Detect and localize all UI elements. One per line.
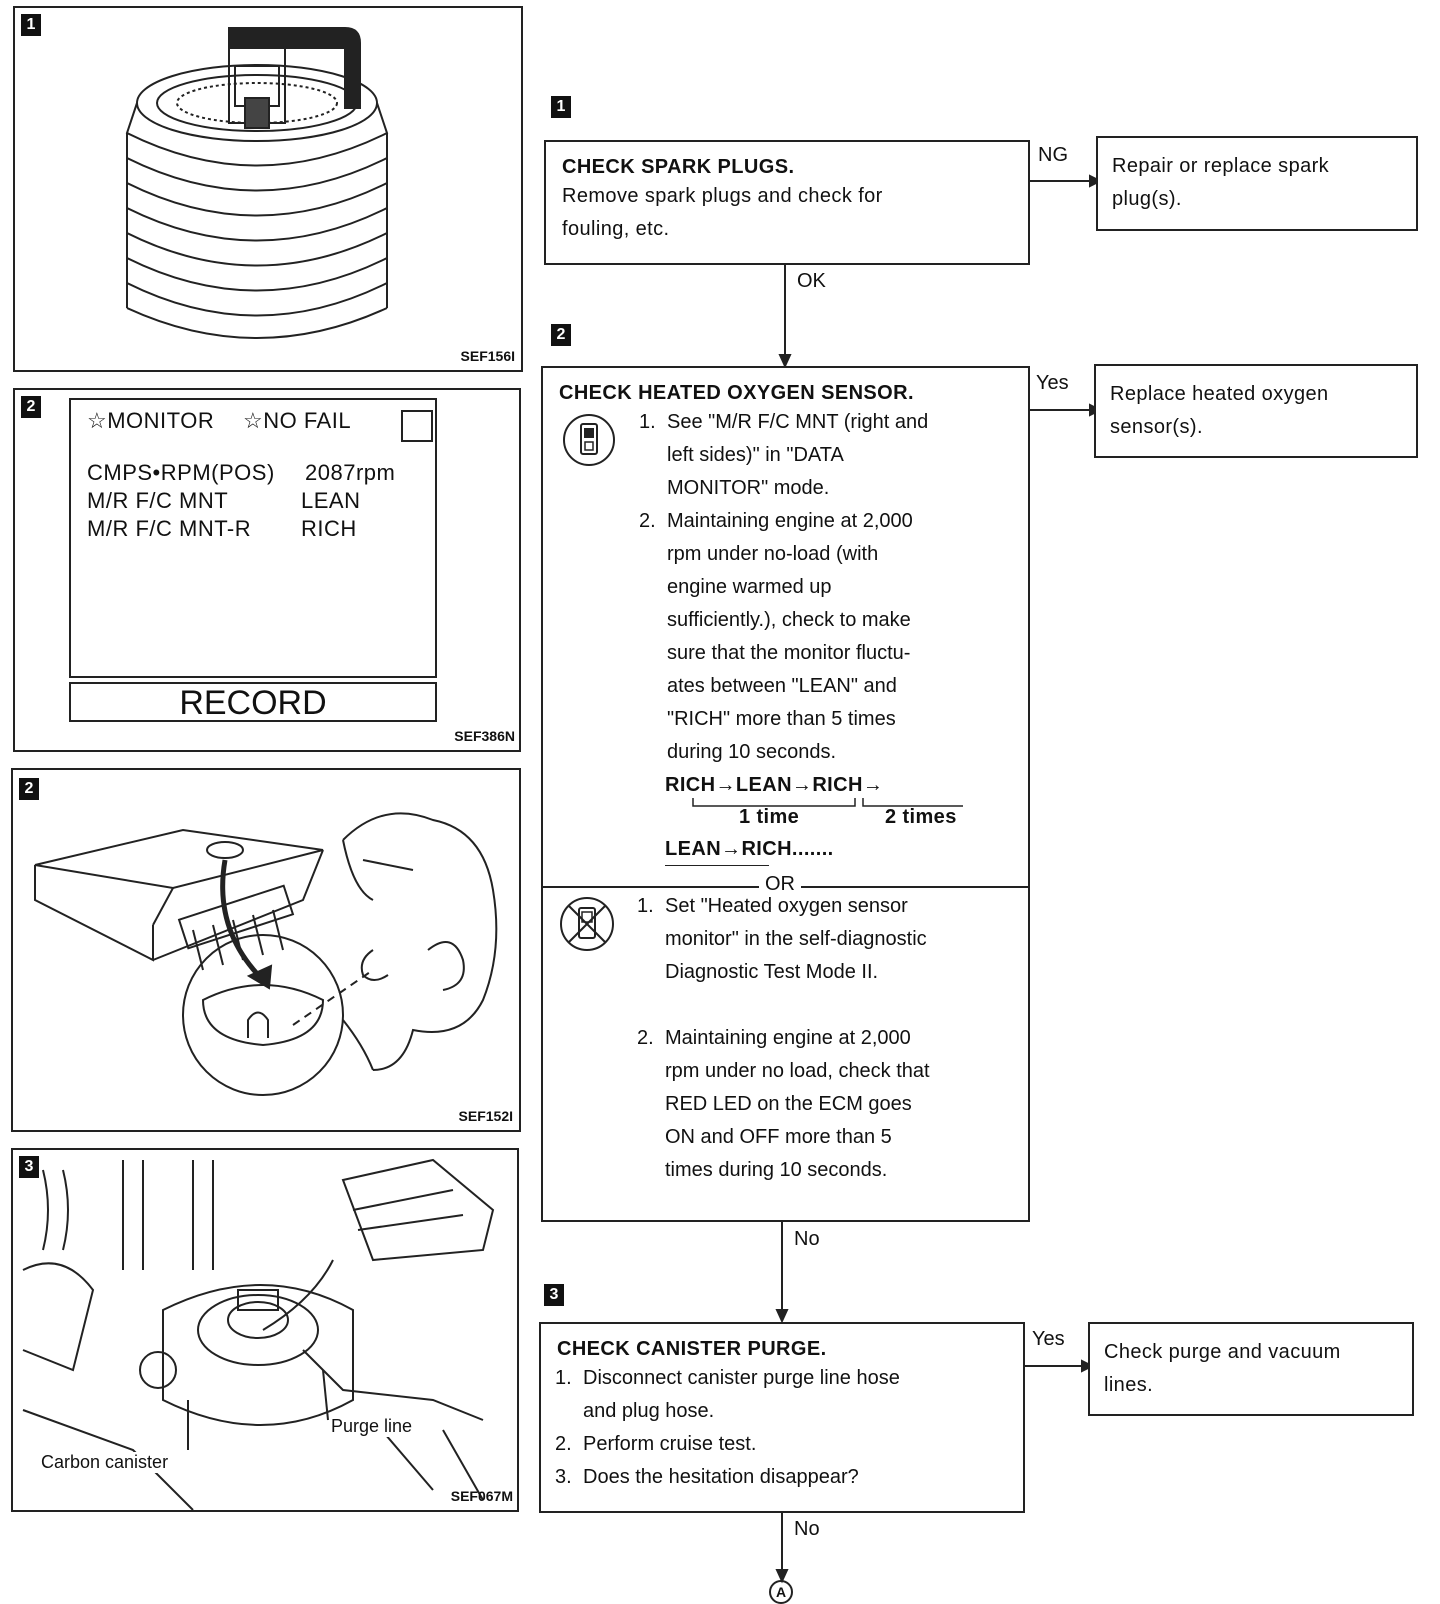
list-line: Diagnostic Test Mode II. <box>665 961 879 983</box>
step-title: CHECK SPARK PLUGS. <box>562 156 795 178</box>
purge-line-callout: Purge line <box>331 1416 413 1437</box>
data-item-name: CMPS•RPM(POS) <box>87 460 275 485</box>
list-line: Disconnect canister purge line hose <box>583 1367 900 1389</box>
ecm-led-illustration <box>34 812 498 1096</box>
no-label: No <box>794 1228 820 1250</box>
monitor-label: ☆MONITOR <box>87 408 215 433</box>
step-badge: 1 <box>551 96 571 118</box>
list-line: Does the hesitation disappear? <box>583 1466 859 1488</box>
canister-illustration <box>22 1158 495 1510</box>
checkbox-icon <box>401 410 433 442</box>
list-line: rpm under no load, check that <box>665 1060 930 1082</box>
result-text-line: Repair or replace spark <box>1112 155 1330 177</box>
sequence-line: LEAN→RICH....... <box>665 838 834 860</box>
list-line: ates between "LEAN" and <box>667 675 897 697</box>
monitor-screen: ☆MONITOR ☆NO FAIL CMPS•RPM(POS) 2087rpm … <box>69 398 437 678</box>
figure-carbon-canister: 3 Carbon canister Purge line SEF067M <box>11 1148 519 1512</box>
figure-code: SEF067M <box>450 1488 513 1504</box>
figure-step-badge: 1 <box>21 14 41 36</box>
result-text-line: sensor(s). <box>1110 416 1203 438</box>
figure-step-badge: 3 <box>19 1156 39 1178</box>
step-2-box: CHECK HEATED OXYGEN SENSOR. 1. See "M/R … <box>541 366 1030 1222</box>
data-item-name: M/R F/C MNT <box>87 488 229 513</box>
connector-letter: A <box>775 1584 787 1600</box>
list-line: RED LED on the ECM goes <box>665 1093 912 1115</box>
list-line: sufficiently.), check to make <box>667 609 911 631</box>
list-line: Perform cruise test. <box>583 1433 757 1455</box>
step-badge: 2 <box>551 324 571 346</box>
list-line: ON and OFF more than 5 <box>665 1126 892 1148</box>
list-number: 2. <box>639 510 656 532</box>
no-label: No <box>794 1518 820 1540</box>
sequence-line: RICH→LEAN→RICH→ <box>665 774 884 796</box>
step-3-result-box: Check purge and vacuum lines. <box>1088 1322 1414 1416</box>
consult-tool-icon <box>563 414 615 466</box>
list-line: left sides)" in "DATA <box>667 444 844 466</box>
list-line: Maintaining engine at 2,000 <box>667 510 913 532</box>
list-line: Maintaining engine at 2,000 <box>665 1027 911 1049</box>
figure-step-badge: 2 <box>19 778 39 800</box>
figure-code: SEF156I <box>460 348 515 364</box>
list-line: MONITOR" mode. <box>667 477 830 499</box>
figure-spark-plug: 1 SEF156I <box>13 6 523 372</box>
data-item-value: RICH <box>301 516 357 541</box>
list-number: 1. <box>639 411 656 433</box>
list-line: during 10 seconds. <box>667 741 837 763</box>
spark-plug-illustration <box>125 27 389 339</box>
step-1-result-box: Repair or replace spark plug(s). <box>1096 136 1418 231</box>
list-line: "RICH" more than 5 times <box>667 708 896 730</box>
list-line: and plug hose. <box>583 1400 715 1422</box>
connector-a-icon: A <box>769 1580 793 1604</box>
result-text-line: Check purge and vacuum <box>1104 1341 1341 1363</box>
data-item-value: LEAN <box>301 488 361 513</box>
record-button: RECORD <box>69 682 437 722</box>
list-number: 1. <box>637 895 654 917</box>
data-item-value: 2087rpm <box>305 460 396 485</box>
list-number: 2. <box>637 1027 654 1049</box>
list-line: monitor" in the self-diagnostic <box>665 928 927 950</box>
list-line: rpm under no-load (with <box>667 543 879 565</box>
step-2-result-box: Replace heated oxygen sensor(s). <box>1094 364 1418 458</box>
list-number: 3. <box>555 1466 572 1488</box>
step-text-line: fouling, etc. <box>562 218 670 240</box>
result-text-line: Replace heated oxygen <box>1110 383 1329 405</box>
sequence-brackets <box>692 798 963 807</box>
figure-code: SEF152I <box>458 1108 513 1124</box>
list-line: sure that the monitor fluctu- <box>667 642 911 664</box>
list-number: 1. <box>555 1367 572 1389</box>
step-1-box: CHECK SPARK PLUGS. Remove spark plugs an… <box>544 140 1030 265</box>
sequence-label-1: 1 time <box>739 806 800 828</box>
step-title: CHECK CANISTER PURGE. <box>557 1338 827 1360</box>
ng-label: NG <box>1038 144 1068 166</box>
sequence-underline <box>665 865 769 866</box>
result-text-line: lines. <box>1104 1374 1154 1396</box>
figure-ecm-led: 2 SEF152I <box>11 768 521 1132</box>
step-badge: 3 <box>544 1284 564 1306</box>
list-number: 2. <box>555 1433 572 1455</box>
result-text-line: plug(s). <box>1112 188 1182 210</box>
no-consult-icon <box>560 897 614 951</box>
figure-step-badge: 2 <box>21 396 41 418</box>
no-fail-label: ☆NO FAIL <box>243 408 352 433</box>
list-line: See "M/R F/C MNT (right and <box>667 411 929 433</box>
step-3-box: CHECK CANISTER PURGE. 1. Disconnect cani… <box>539 1322 1025 1513</box>
list-line: times during 10 seconds. <box>665 1159 888 1181</box>
yes-label: Yes <box>1032 1328 1065 1350</box>
yes-label: Yes <box>1036 372 1069 394</box>
sequence-label-2: 2 times <box>885 806 957 828</box>
figure-code: SEF386N <box>454 728 515 744</box>
figure-consult-monitor: 2 ☆MONITOR ☆NO FAIL CMPS•RPM(POS) 2087rp… <box>13 388 521 752</box>
list-line: engine warmed up <box>667 576 832 598</box>
data-item-name: M/R F/C MNT-R <box>87 516 252 541</box>
step-text-line: Remove spark plugs and check for <box>562 185 883 207</box>
or-label: OR <box>759 873 801 896</box>
list-line: Set "Heated oxygen sensor <box>665 895 908 917</box>
ok-label: OK <box>797 270 826 292</box>
canister-callout: Carbon canister <box>41 1452 169 1473</box>
step-title: CHECK HEATED OXYGEN SENSOR. <box>559 382 914 404</box>
